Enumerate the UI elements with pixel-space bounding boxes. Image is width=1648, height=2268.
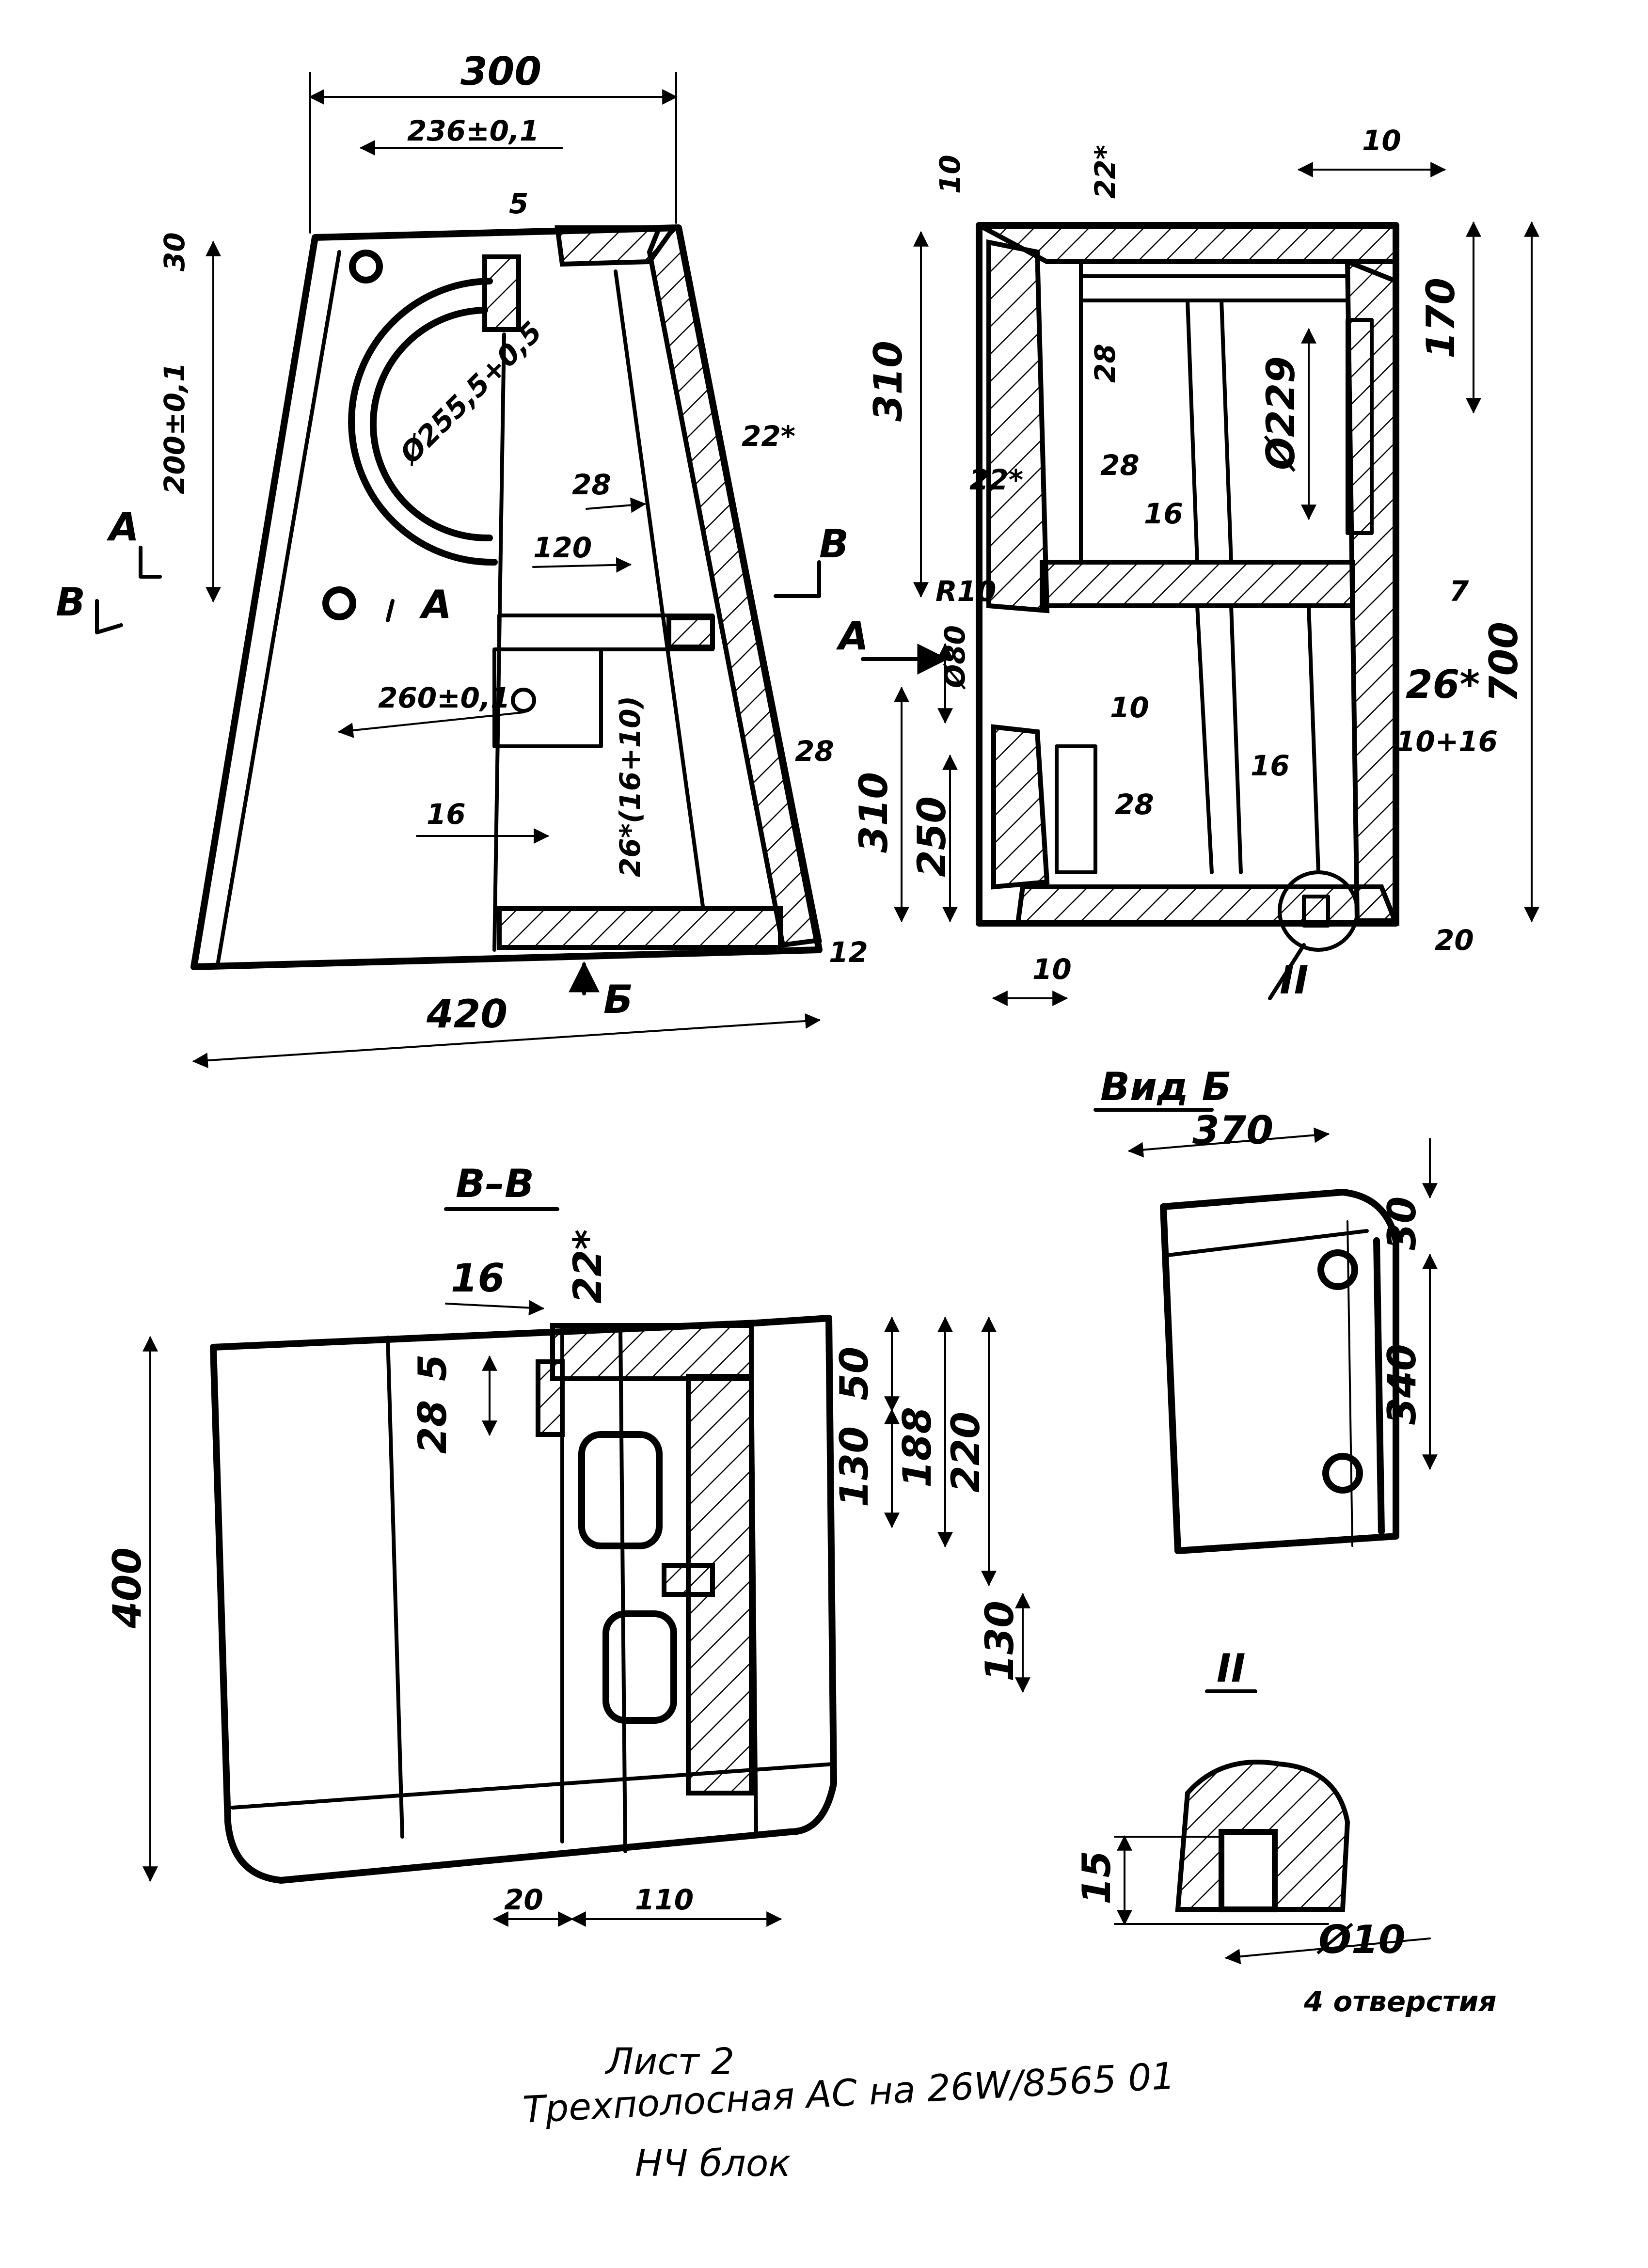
side-dim-r10: R10 xyxy=(935,575,996,608)
bb-dim-220: 220 xyxy=(943,1412,988,1493)
front-dim-wall-28: 28 xyxy=(572,468,611,501)
side-dim-16-mid: 16 xyxy=(1144,497,1183,530)
side-dim-upper-310: 310 xyxy=(866,341,911,422)
bb-dim-5: 5 xyxy=(410,1354,455,1381)
front-dim-shelf-120: 120 xyxy=(533,531,592,564)
bb-dim-188: 188 xyxy=(895,1407,940,1488)
side-dim-26: 26* xyxy=(1406,662,1480,707)
side-section-view: 10 22* 10 310 170 28 Ø229 22* 28 16 R10 … xyxy=(836,124,1539,1006)
detail-ref-ii: II xyxy=(1280,958,1309,1003)
front-dim-overall-base: 420 xyxy=(426,992,507,1037)
side-dim-16-lower: 16 xyxy=(1251,749,1290,782)
side-dim-lower-310: 310 xyxy=(851,772,896,853)
front-dim-baffle-22: 22* xyxy=(742,420,795,453)
front-dim-28-lower: 28 xyxy=(795,735,834,768)
bb-dim-28: 28 xyxy=(410,1400,455,1454)
caption-subtitle: НЧ блок xyxy=(635,2142,791,2185)
bb-dim-400: 400 xyxy=(105,1547,150,1629)
section-mark-a-left: А xyxy=(106,504,139,550)
front-dim-top-offset: 30 xyxy=(158,232,191,271)
front-dim-12: 12 xyxy=(829,936,868,969)
side-dim-right-10: 10 xyxy=(1362,124,1401,157)
front-dim-hole-spacing-top: 236±0,1 xyxy=(407,114,539,147)
side-dim-250: 250 xyxy=(909,796,954,877)
side-dim-170: 170 xyxy=(1418,278,1463,359)
section-bb-view: В–В 16 22* 28 5 50 130 188 xyxy=(105,1161,1030,1927)
side-dim-diameter-229: Ø229 xyxy=(1258,356,1303,472)
detail-dim-diameter-10: Ø10 xyxy=(1316,1917,1405,1962)
front-dim-overall-width: 300 xyxy=(460,49,541,94)
front-dim-16: 16 xyxy=(427,798,466,831)
front-dim-slot: 5 xyxy=(509,187,528,220)
bb-dim-50: 50 xyxy=(832,1347,877,1401)
front-dim-hole-horizontal: 260±0,1 xyxy=(378,681,510,714)
bb-dim-20: 20 xyxy=(504,1883,543,1916)
side-dim-10-16: 10+16 xyxy=(1396,725,1498,758)
caption-sheet: Лист 2 xyxy=(604,2040,734,2083)
view-b-dim-30: 30 xyxy=(1379,1197,1425,1250)
bb-dim-22: 22* xyxy=(565,1229,610,1304)
section-bb-title: В–В xyxy=(456,1161,534,1206)
front-dim-26: 26*(16+10) xyxy=(614,696,647,877)
title-block: Лист 2 Трехполосная АС на 26W/8565 01 НЧ… xyxy=(522,2040,1176,2185)
side-dim-20-bottom: 20 xyxy=(1435,924,1474,957)
section-mark-a-right: А xyxy=(419,582,452,627)
side-dim-7: 7 xyxy=(1449,575,1469,608)
detail-ii: II 15 Ø10 4 отверстия xyxy=(1074,1646,1496,2018)
side-dim-28-mid: 28 xyxy=(1100,449,1140,482)
side-dim-top-10: 10 xyxy=(934,155,967,194)
side-dim-10-bottom: 10 xyxy=(1032,953,1072,986)
side-section-mark-a: А xyxy=(836,614,869,659)
detail-ii-title: II xyxy=(1217,1646,1246,1691)
side-dim-28-upper: 28 xyxy=(1089,344,1122,383)
front-view: 300 236±0,1 30 5 200±0,1 Ø255,5+0,5 28 2… xyxy=(56,49,868,1069)
bb-dim-110: 110 xyxy=(635,1883,694,1916)
side-dim-28-lower: 28 xyxy=(1115,788,1154,821)
side-dim-10-mid: 10 xyxy=(1110,691,1149,724)
side-dim-overall-700: 700 xyxy=(1481,622,1526,703)
front-dim-hole-vertical: 200±0,1 xyxy=(158,362,191,494)
detail-note-holes: 4 отверстия xyxy=(1303,1985,1496,2018)
view-b-dim-370: 370 xyxy=(1192,1108,1273,1153)
section-mark-b-right: В xyxy=(819,521,849,567)
view-b-title: Вид Б xyxy=(1100,1064,1231,1109)
bb-dim-130-upper: 130 xyxy=(832,1426,877,1507)
side-dim-22-left: 22* xyxy=(969,463,1023,496)
bb-dim-130-lower: 130 xyxy=(977,1601,1022,1682)
detail-dim-15: 15 xyxy=(1074,1851,1119,1905)
section-mark-view-b: Б xyxy=(603,977,633,1022)
side-dim-top-22: 22* xyxy=(1089,145,1122,199)
view-b-dim-340: 340 xyxy=(1379,1344,1425,1425)
section-mark-b-left: В xyxy=(56,580,85,625)
view-b: Вид Б 370 30 340 xyxy=(1093,1064,1438,1554)
bb-dim-16: 16 xyxy=(451,1256,505,1301)
